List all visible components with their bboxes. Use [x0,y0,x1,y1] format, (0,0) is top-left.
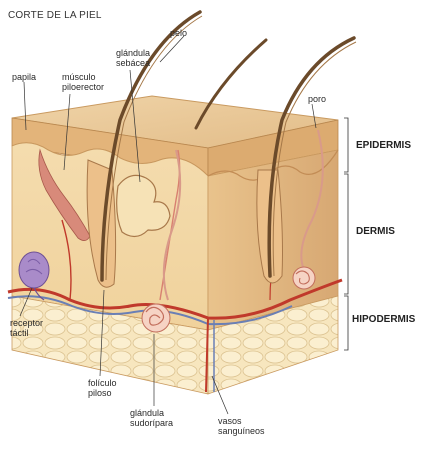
label-foliculo-1: folículo [88,378,117,388]
label-pelo: pelo [170,28,187,38]
label-glandula-sebacea-2: sebácea [116,58,150,68]
layer-hipodermis: HIPODERMIS [352,314,415,325]
label-musculo-1: músculo [62,72,96,82]
sweat-gland-coil [142,304,170,332]
layer-brackets [344,118,348,350]
label-receptor-2: táctil [10,328,29,338]
label-vasos-2: sanguíneos [218,426,265,436]
label-sudoripara-2: sudorípara [130,418,173,428]
label-foliculo-2: piloso [88,388,112,398]
label-receptor-1: receptor [10,318,43,328]
label-sudoripara-1: glándula [130,408,164,418]
diagram-title: CORTE DE LA PIEL [8,10,102,21]
sweat-gland-coil-2 [293,267,315,289]
label-glandula-sebacea-1: glándula [116,48,150,58]
label-vasos-1: vasos [218,416,242,426]
label-papila: papila [12,72,36,82]
layer-dermis: DERMIS [356,226,395,237]
layer-epidermis: EPIDERMIS [356,140,411,151]
label-poro: poro [308,94,326,104]
label-musculo-2: piloerector [62,82,104,92]
